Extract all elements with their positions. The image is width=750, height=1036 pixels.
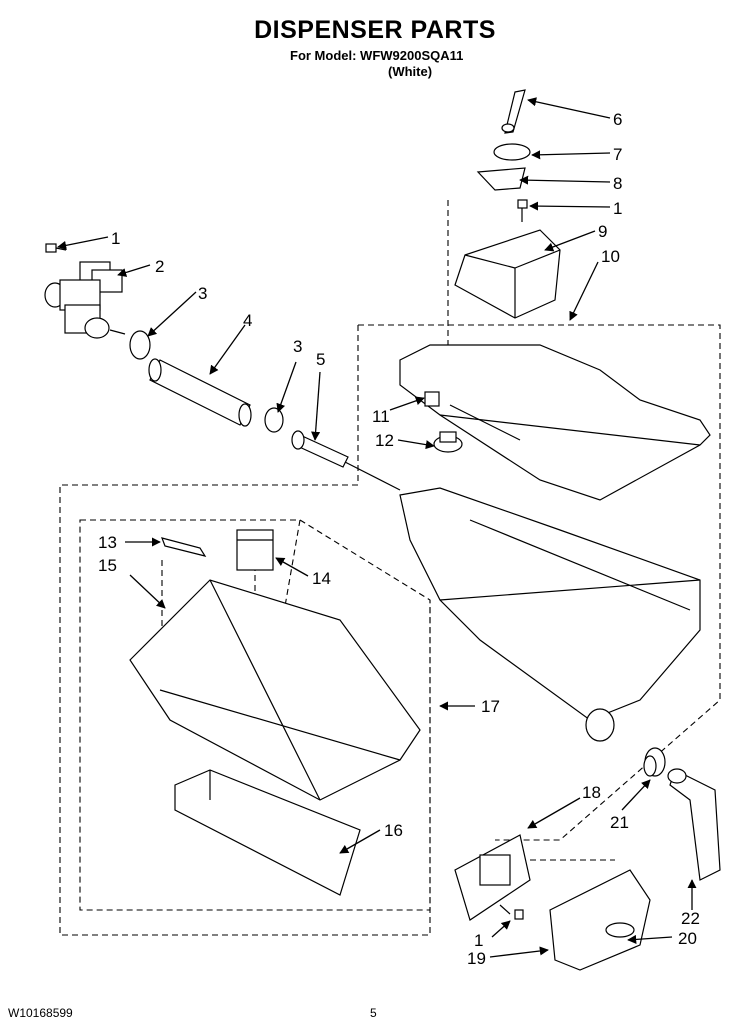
- drawer-front-part-16: [174, 769, 361, 896]
- assembly-13-16-outline: [79, 519, 431, 911]
- water-valve-part-2: [44, 261, 126, 339]
- callout-20: 20: [678, 929, 697, 948]
- color-line: (White): [388, 64, 433, 79]
- callout-labels: 1 2 3 4 3 5 6 7 8 1 9 10 11 12 13 14 15 …: [98, 110, 700, 968]
- clip-part-13: [161, 537, 207, 557]
- callout-13: 13: [98, 533, 117, 552]
- nozzle-part-5: [291, 430, 401, 491]
- tray-part-15: [129, 579, 421, 801]
- model-line: For Model: WFW9200SQA11: [290, 48, 464, 63]
- callout-18: 18: [582, 783, 601, 802]
- clamp-part-3b: [264, 407, 284, 433]
- callout-11: 11: [372, 407, 390, 426]
- callout-4: 4: [243, 311, 252, 330]
- callout-22: 22: [681, 909, 700, 928]
- clamp-part-3: [129, 330, 151, 360]
- callout-1b: 1: [613, 199, 622, 218]
- callout-14: 14: [312, 569, 331, 588]
- grommet-part-21: [643, 747, 666, 777]
- actuator-part-9: [454, 229, 561, 319]
- callout-6: 6: [613, 110, 622, 129]
- page-title: DISPENSER PARTS: [254, 16, 496, 44]
- assembly-10-outline: [358, 324, 721, 841]
- page-number: 5: [370, 1006, 377, 1020]
- callout-8: 8: [613, 174, 622, 193]
- cup-part-14: [236, 529, 274, 571]
- screw-part-1c: [499, 904, 524, 920]
- callout-1c: 1: [474, 931, 483, 950]
- clip-part-11: [424, 391, 440, 407]
- screw-part-1b: [517, 199, 528, 222]
- top-cover-part-10: [399, 344, 711, 501]
- housing-part-17: [399, 487, 701, 742]
- callout-16: 16: [384, 821, 403, 840]
- callout-17: 17: [481, 697, 500, 716]
- callout-3a: 3: [198, 284, 207, 303]
- bracket-part-8: [476, 167, 526, 191]
- callout-1a: 1: [111, 229, 120, 248]
- document-number: W10168599: [8, 1006, 73, 1020]
- callout-3b: 3: [293, 337, 302, 356]
- handle-part-19: [549, 869, 651, 971]
- lever-part-6: [501, 89, 526, 134]
- bracket-part-18: [454, 834, 531, 921]
- callout-12: 12: [375, 431, 394, 450]
- hose-part-4: [148, 358, 252, 427]
- callout-21: 21: [610, 813, 629, 832]
- callout-5: 5: [316, 350, 325, 369]
- callout-7: 7: [613, 145, 622, 164]
- callout-10: 10: [601, 247, 620, 266]
- washer-part-7: [493, 143, 531, 161]
- callout-19: 19: [467, 949, 486, 968]
- valve-part-12: [433, 431, 463, 453]
- screw-part-1: [45, 243, 67, 253]
- hose-part-22: [667, 768, 721, 881]
- callout-2: 2: [155, 257, 164, 276]
- callout-9: 9: [598, 222, 607, 241]
- callout-15: 15: [98, 556, 117, 575]
